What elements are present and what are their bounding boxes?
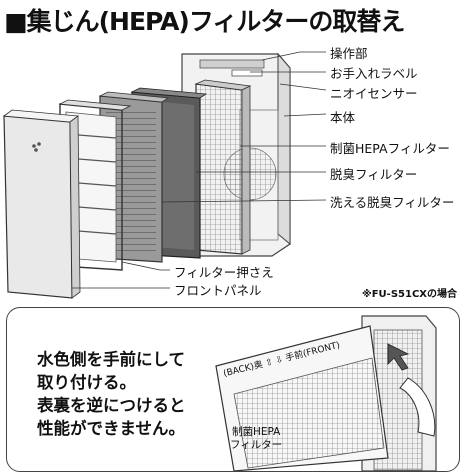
instruction-line: 水色側を手前にして: [37, 350, 186, 369]
instruction-text: 水色側を手前にして 取り付ける。 表裏を逆につけると 性能ができません。: [37, 348, 186, 440]
label-odor-sensor: ニオイセンサー: [330, 86, 418, 101]
label-deodorizing-filter: 脱臭フィルター: [330, 167, 418, 182]
hepa-caption-line: フィルター: [230, 439, 283, 451]
label-hepa-filter: 制菌HEPAフィルター: [330, 141, 450, 156]
exploded-view-diagram: [2, 51, 327, 299]
logo-icon: [32, 142, 41, 152]
front-panel: [2, 109, 81, 299]
instruction-line: 性能ができません。: [37, 419, 186, 438]
label-front-panel: フロントパネル: [174, 283, 262, 298]
instruction-line: 表裏を逆につけると: [37, 396, 186, 415]
filter-insertion-drawing: [215, 315, 437, 471]
instruction-panel: 水色側を手前にして 取り付ける。 表裏を逆につけると 性能ができません。 (BA…: [6, 307, 460, 472]
label-control-panel: 操作部: [330, 46, 368, 61]
instruction-line: 取り付ける。: [37, 373, 136, 392]
page-title: ■集じん(HEPA)フィルターの取替え: [4, 7, 405, 36]
label-care-label: お手入れラベル: [330, 66, 418, 81]
label-main-unit: 本体: [330, 110, 356, 125]
label-filter-holder: フィルター押さえ: [174, 265, 274, 280]
filter-insertion-figure: (BACK)奥 ⇧ ⇩ 手前(FRONT) 制菌HEPA フィルター: [212, 308, 459, 471]
model-note: ※FU-S51CXの場合: [362, 289, 457, 300]
hepa-filter: [194, 79, 252, 255]
hepa-caption-line: 制菌HEPA: [231, 426, 281, 438]
leader-lines: [72, 51, 327, 289]
label-washable-deodorizing-filter: 洗える脱臭フィルター: [330, 195, 455, 210]
hepa-filter-caption: 制菌HEPA フィルター: [230, 426, 282, 452]
